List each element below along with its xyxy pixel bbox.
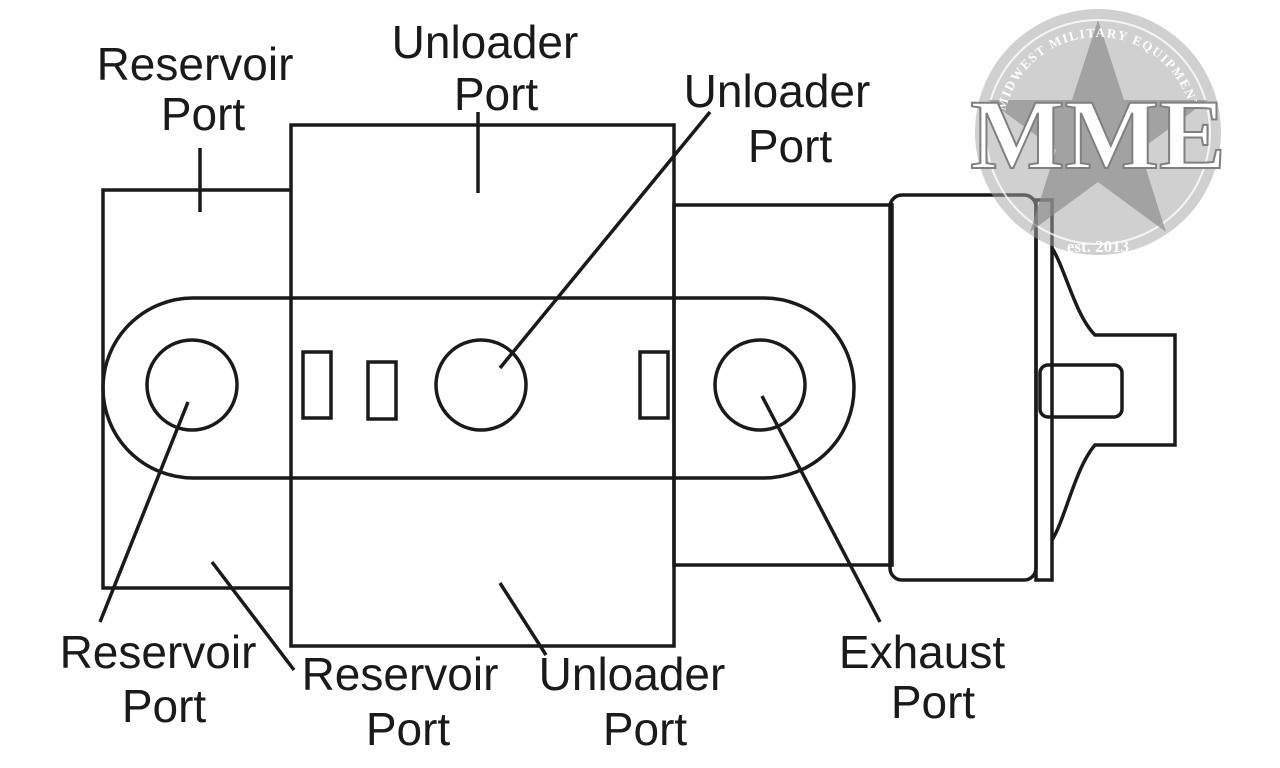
- reservoir-port-circle: [145, 338, 239, 432]
- label-bottom-center-left: Reservoir Port: [302, 648, 499, 755]
- left-block: [101, 188, 295, 590]
- label-bottom-center-left-line2: Port: [366, 703, 451, 755]
- label-top-right-line2: Port: [748, 120, 833, 172]
- slot-1: [301, 350, 333, 420]
- slot-2: [366, 360, 398, 421]
- leader-top-right: [498, 110, 712, 370]
- label-top-left-line1: Reservoir: [97, 38, 294, 90]
- exhaust-port-circle: [713, 338, 807, 432]
- exhaust-nozzle: [1050, 247, 1177, 541]
- valve-body: [101, 123, 1177, 648]
- watermark-brand: MME: [970, 79, 1225, 190]
- slot-3: [638, 350, 670, 420]
- label-top-right-line1: Unloader: [684, 65, 871, 117]
- mme-watermark-logo: MIDWEST MILITARY EQUIPMENT MME est. 2013: [969, 9, 1227, 256]
- label-top-center-line1: Unloader: [392, 16, 579, 68]
- label-bottom-left: Reservoir Port: [60, 626, 257, 732]
- label-bottom-center-right-line2: Port: [603, 703, 688, 755]
- leader-lines: [98, 110, 882, 672]
- star-icon: [988, 20, 1208, 232]
- label-top-right: Unloader Port: [684, 65, 871, 172]
- leader-bottom-center-left: [210, 560, 296, 672]
- center-block: [289, 123, 676, 648]
- label-bottom-right-line1: Exhaust: [839, 626, 1005, 678]
- nozzle-tip: [1038, 363, 1124, 419]
- label-bottom-center-right: Unloader Port: [539, 648, 726, 755]
- label-bottom-center-right-line1: Unloader: [539, 648, 726, 700]
- leader-bottom-right: [760, 395, 882, 623]
- label-top-left-line2: Port: [161, 88, 246, 140]
- label-bottom-left-line2: Port: [122, 680, 207, 732]
- label-bottom-center-left-line1: Reservoir: [302, 648, 499, 700]
- unloader-port-circle: [434, 338, 528, 432]
- end-cap: [888, 193, 1038, 582]
- leader-bottom-left: [98, 401, 190, 623]
- label-bottom-left-line1: Reservoir: [60, 626, 257, 678]
- label-bottom-right-line2: Port: [891, 676, 976, 728]
- label-top-center: Unloader Port: [392, 16, 579, 120]
- mounting-strip: [101, 296, 856, 480]
- label-top-left: Reservoir Port: [97, 38, 294, 140]
- label-bottom-right: Exhaust Port: [839, 626, 1005, 728]
- label-top-center-line2: Port: [454, 68, 539, 120]
- leader-bottom-center-right: [498, 582, 548, 656]
- watermark-est: est. 2013: [1067, 237, 1129, 256]
- right-cylinder: [672, 203, 894, 567]
